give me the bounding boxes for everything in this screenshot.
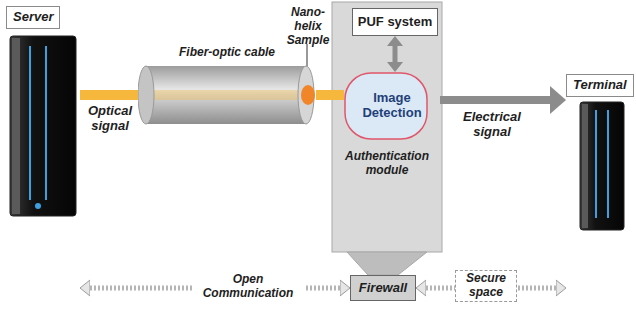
firewall-box: Firewall	[350, 275, 416, 301]
part-label: Nano-helix Sample	[280, 6, 336, 47]
signal-label: Optical signal	[82, 104, 138, 134]
funnel-connector	[347, 252, 427, 275]
image-detection: Image Detection	[344, 72, 440, 140]
device-label: Server	[6, 6, 60, 29]
signal-path	[393, 46, 398, 62]
signal-label: Electrical signal	[450, 110, 534, 140]
channel-label: Secure space	[455, 270, 517, 302]
module-ground	[332, 2, 442, 252]
puf-box: PUF system	[352, 8, 438, 36]
node-text: Image Detection	[344, 91, 440, 121]
nano-helix-tip	[301, 85, 315, 105]
authentication-module: PUF systemImage DetectionAuthentication …	[332, 2, 442, 252]
terminal-node: Terminal	[566, 74, 632, 300]
device-label: Terminal	[566, 74, 634, 97]
terminal-tower	[580, 102, 624, 230]
node-text: PUF system	[358, 15, 432, 30]
module-title: Authentication module	[332, 150, 442, 178]
channel-label: Open Communication	[192, 272, 304, 302]
fiber-cable: Fiber-optic cable	[138, 46, 316, 126]
signal-path	[316, 90, 344, 100]
server-node: Server	[6, 6, 80, 306]
signal-path	[440, 96, 550, 104]
cable-shape	[138, 64, 316, 126]
node-text: Fiber-optic cable	[138, 46, 316, 60]
signal-path	[80, 90, 138, 100]
node-text: Firewall	[359, 281, 407, 296]
server-tower	[10, 36, 76, 216]
